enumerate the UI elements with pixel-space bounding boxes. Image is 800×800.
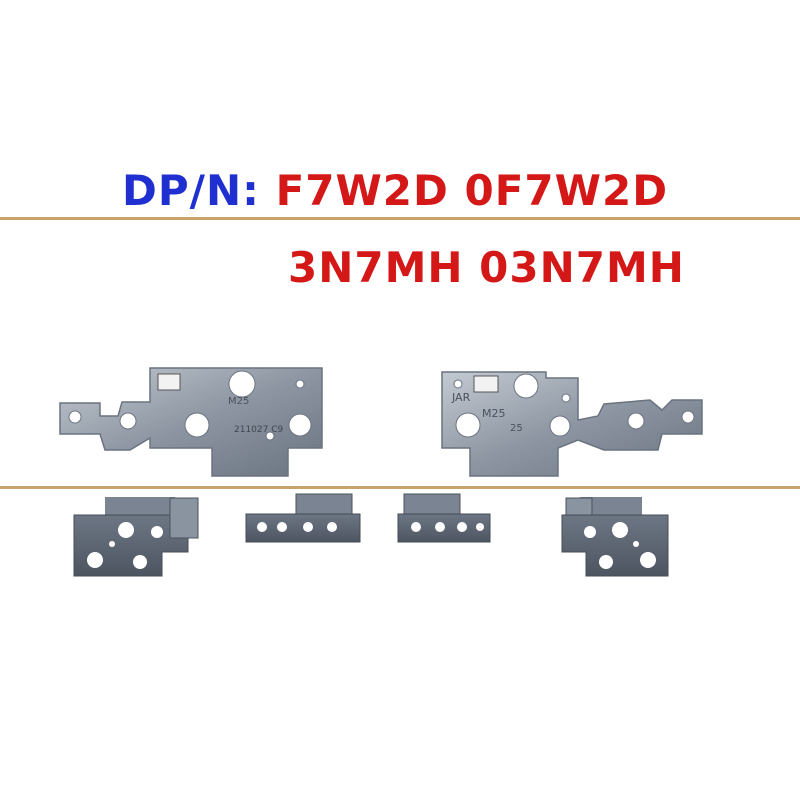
part-number-line-1: DP/N: F7W2D 0F7W2D: [122, 170, 668, 212]
left-hinge-shaft: [245, 493, 361, 543]
right-stamp-code: JAR: [451, 391, 471, 404]
part-number-line-2: 3N7MH 03N7MH: [288, 247, 685, 289]
part-number-codes-2: 3N7MH 03N7MH: [288, 243, 685, 292]
left-hinge-front: M25 211027 C9: [59, 367, 323, 477]
dpn-label: DP/N:: [122, 166, 260, 215]
part-number-codes-1: F7W2D 0F7W2D: [275, 166, 669, 215]
right-hinge-shaft: [397, 493, 491, 543]
right-hinge-front: JAR M25 25: [441, 371, 703, 477]
right-stamp-size: 25: [510, 423, 523, 434]
left-stamp-date: 211027 C9: [234, 425, 284, 435]
left-hinge-back: [73, 497, 199, 577]
right-hinge-back: [561, 497, 669, 577]
separator-stripe-top: [0, 217, 800, 220]
right-stamp-model: M25: [482, 407, 506, 420]
left-stamp-model: M25: [228, 396, 249, 407]
separator-stripe-bottom: [0, 486, 800, 489]
